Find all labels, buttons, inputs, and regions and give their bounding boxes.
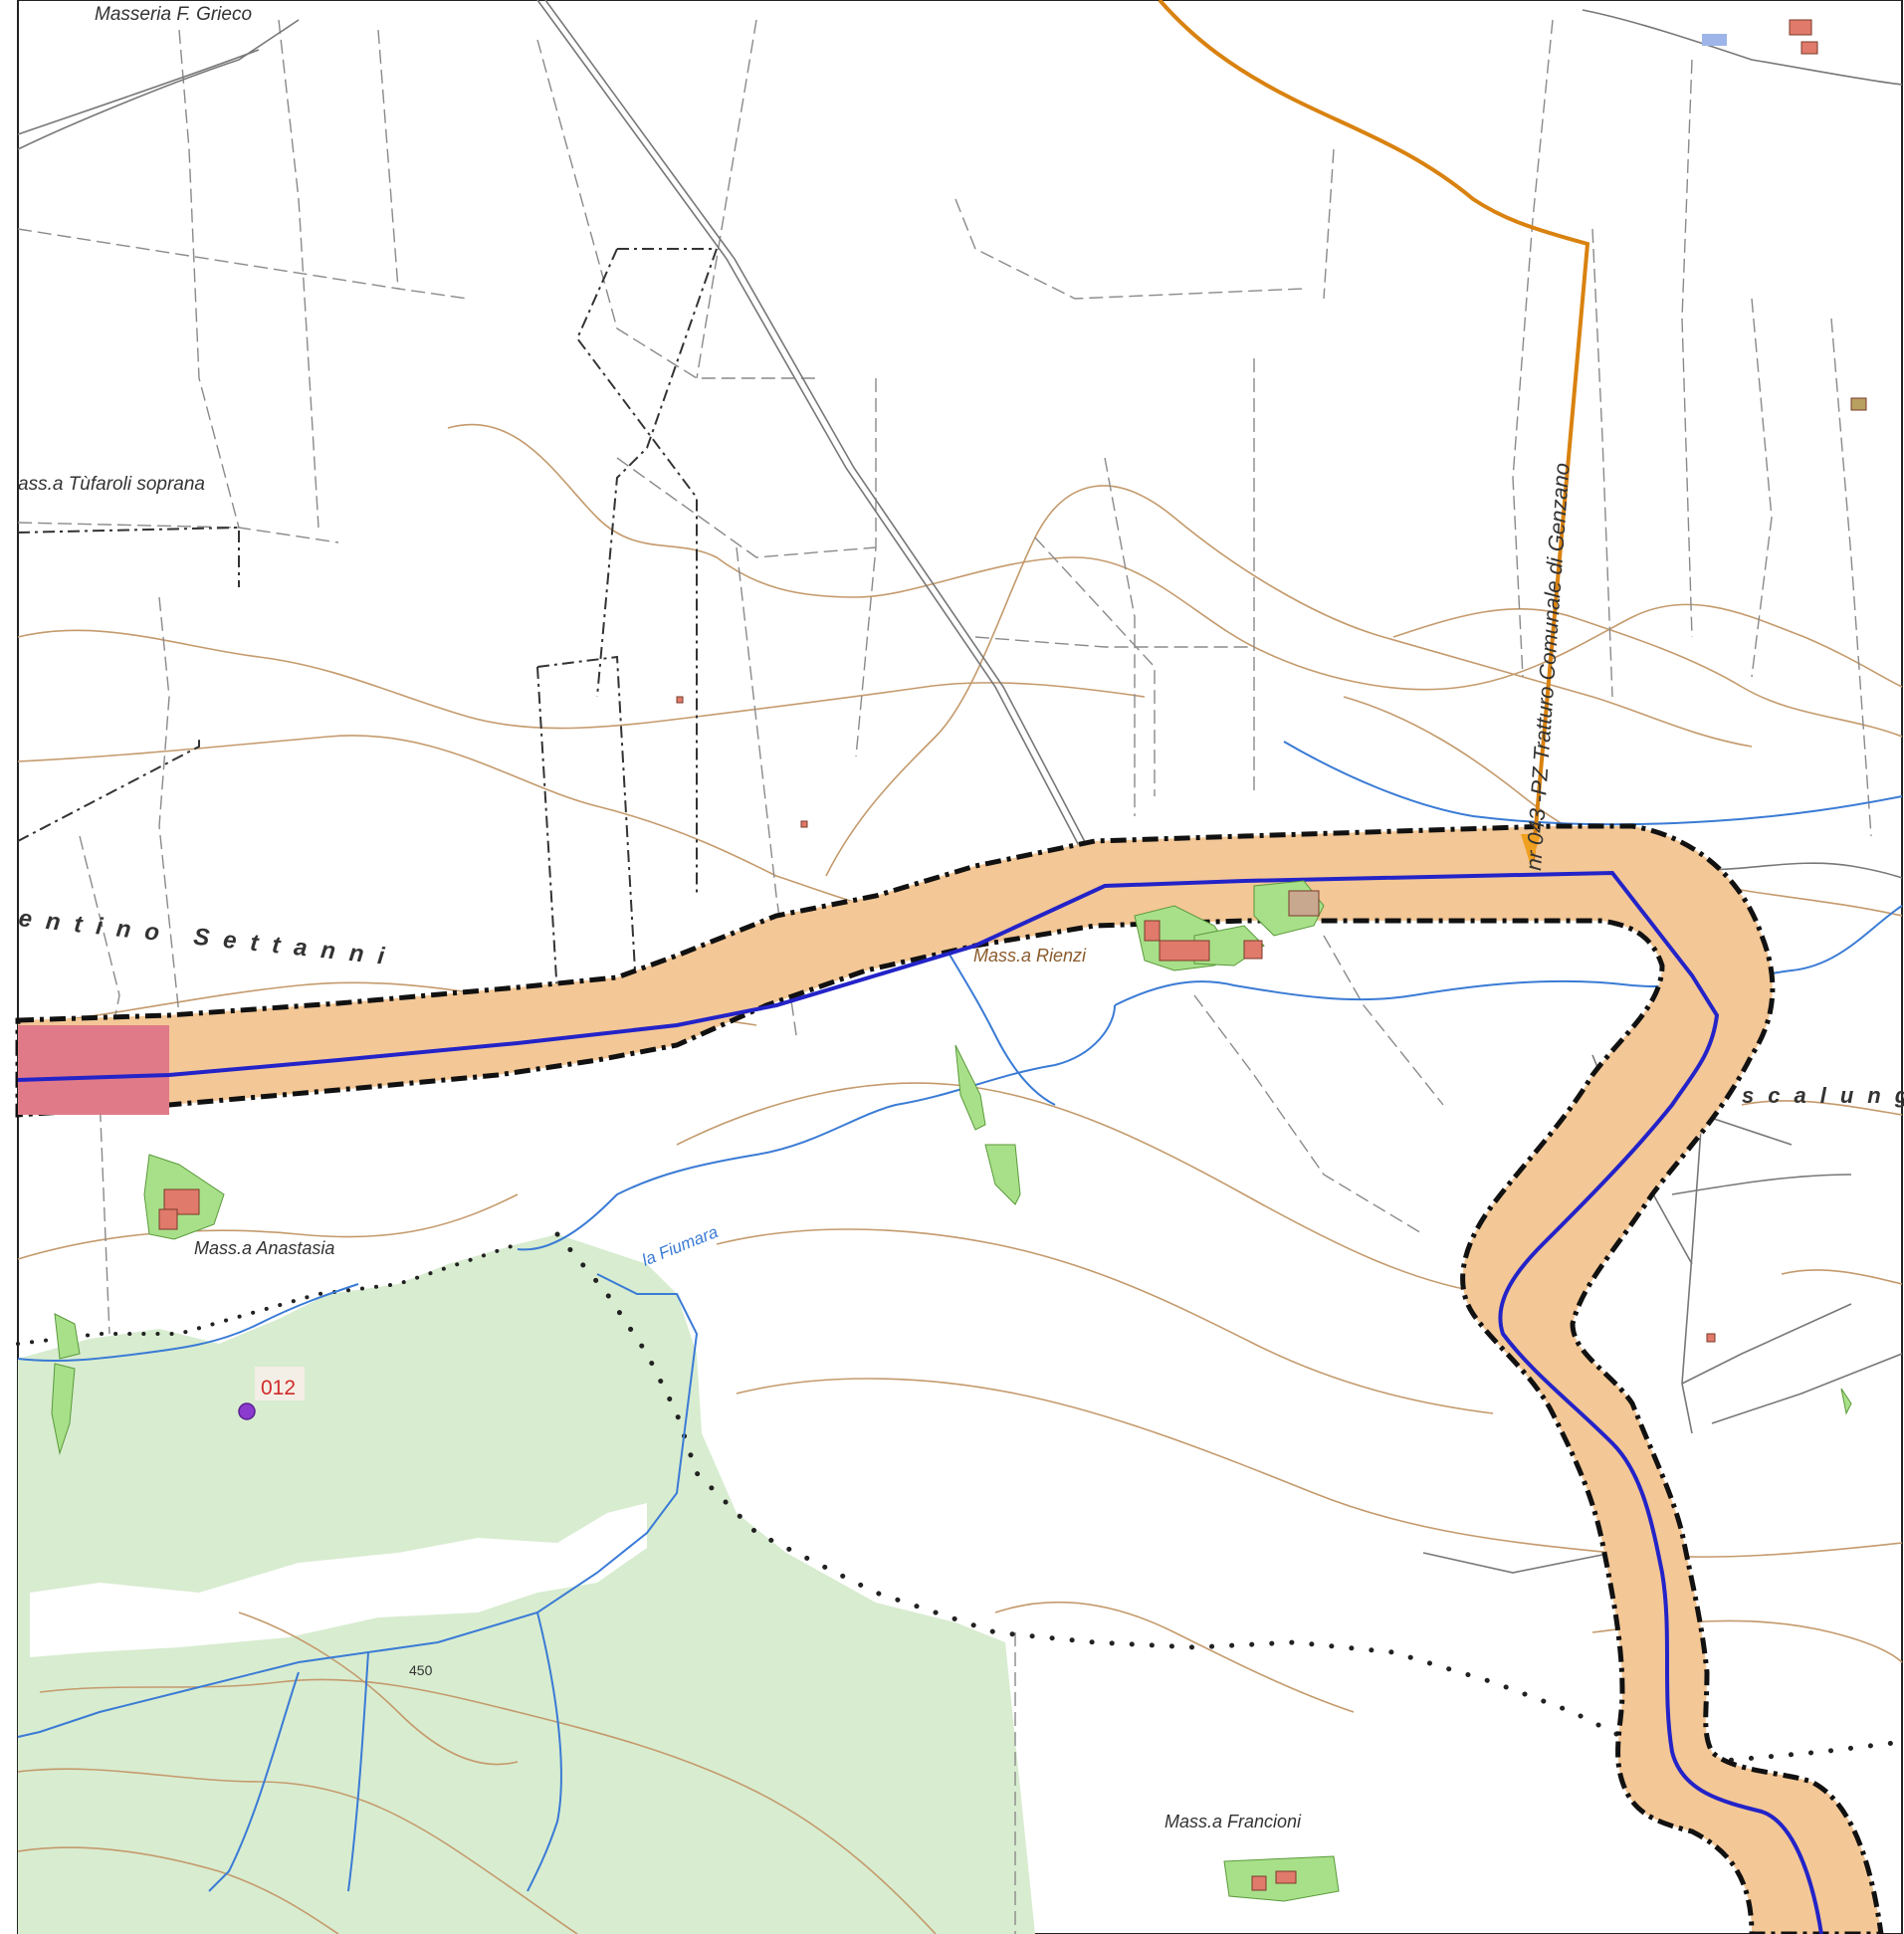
tratturo-line [1158,0,1590,862]
corridor-buffer [15,823,1884,1934]
sample-point-012[interactable] [238,1402,256,1420]
label-contour-450: 450 [409,1662,433,1678]
label-mass-rienzi: Mass.a Rienzi [973,946,1087,966]
field-boundaries [17,19,1872,1934]
label-point-012: 012 [261,1377,296,1399]
forest-clearing [30,1503,647,1657]
streams [17,741,1903,1892]
pond [1702,34,1727,46]
red-segment [18,1025,169,1115]
label-scalunga: scalung [1742,1083,1904,1108]
sample-point-label-bg [255,1367,305,1400]
label-masseria-f-grieco: Masseria F. Grieco [95,4,252,25]
admin-boundaries [17,248,719,1036]
label-mass-anastasia: Mass.a Anastasia [194,1238,334,1258]
tratturo-arrow [1521,834,1541,866]
label-mass-tufaroli: ass.a Tùfaroli soprana [18,474,205,495]
route-line [17,870,1823,1934]
buildings [158,19,1867,1891]
label-mass-francioni: Mass.a Francioni [1164,1812,1302,1831]
contour-lines [17,423,1903,1934]
